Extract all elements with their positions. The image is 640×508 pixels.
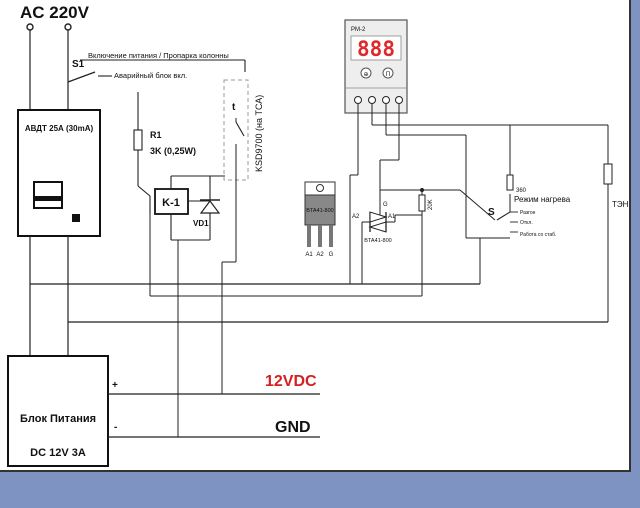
mode-pot-value: 360 <box>516 188 527 194</box>
switch-position-1-label: Включение питания / Пропарка колонны <box>88 51 229 60</box>
thermo-switch-symbol: t <box>232 102 236 113</box>
controller-terminal-2 <box>368 96 376 104</box>
controller-display: 888 <box>357 37 395 61</box>
controller-model: PM-2 <box>351 27 366 33</box>
psu-plus-terminal: + <box>112 380 118 391</box>
mode-option-2: Откл. <box>520 220 533 226</box>
controller-button-2[interactable] <box>382 67 394 79</box>
rail-12v-label: 12VDC <box>265 373 317 390</box>
pot-label: 20K <box>428 199 434 210</box>
neutral-terminal <box>64 23 72 31</box>
triac-package-pin-1: A1 <box>305 252 313 258</box>
phase-terminal <box>26 23 34 31</box>
triac-symbol-model: BTA41-800 <box>364 238 391 244</box>
controller-display-window <box>350 35 402 61</box>
diode-vd1 <box>199 200 221 214</box>
selector-wire <box>459 189 496 221</box>
thermo-switch-label: KSD9700 (на ТСА) <box>254 95 264 172</box>
thermo-switch-blade <box>235 121 245 137</box>
triac-package-leg-2 <box>318 225 322 247</box>
relay-label: K-1 <box>162 197 180 209</box>
selector-blade <box>496 211 511 221</box>
triac-triangle-1 <box>369 211 388 223</box>
selector-label: S <box>488 207 495 218</box>
heater-ten <box>603 163 613 185</box>
controller-button-1[interactable] <box>360 67 372 79</box>
triac-package-pin-3: G <box>329 252 334 258</box>
breaker-test-button <box>72 214 80 222</box>
diode-label: VD1 <box>193 219 209 228</box>
breaker-lever <box>33 181 63 209</box>
rail-gnd-label: GND <box>275 419 311 436</box>
psu-title: Блок Питания <box>20 413 96 425</box>
resistor-name: R1 <box>150 130 162 140</box>
heater-label: ТЭН <box>612 200 629 209</box>
mode-option-1: Разгон <box>520 210 536 216</box>
controller-button-1-label: ⊕ <box>363 71 368 78</box>
psu-rating: DC 12V 3A <box>30 447 86 459</box>
mode-option-3: Работа со стаб. <box>520 232 556 238</box>
controller-terminal-4 <box>395 96 403 104</box>
relay-contact <box>137 185 151 197</box>
controller-terminal-3 <box>382 96 390 104</box>
triac-symbol-a2: A2 <box>352 214 360 220</box>
triac-symbol-a1: A1 <box>388 214 396 220</box>
triac-package-leg-3 <box>329 225 333 247</box>
psu-box <box>7 355 109 467</box>
switch-label: S1 <box>72 59 85 70</box>
switch-s1-blade <box>67 71 96 83</box>
breaker-lever-bar <box>35 196 61 201</box>
resistor-value: 3K (0,25W) <box>150 146 196 156</box>
triac-package-model: BTA41-800 <box>306 208 333 214</box>
switch-position-2-label: Аварийный блок вкл. <box>114 71 187 80</box>
triac-package-pin-2: A2 <box>316 252 324 258</box>
psu-minus-terminal: - <box>114 422 117 433</box>
breaker-box <box>17 109 101 237</box>
triac-symbol-g: G <box>383 202 388 208</box>
mode-pot <box>506 174 514 191</box>
pot-20k <box>418 194 426 212</box>
mode-label: Режим нагрева <box>514 195 571 204</box>
triac-package-body <box>304 194 336 226</box>
resistor-r1 <box>133 129 143 151</box>
triac-package-hole <box>316 184 324 192</box>
controller-button-2-label: П <box>386 71 391 78</box>
controller-terminal-1 <box>354 96 362 104</box>
triac-package-leg-1 <box>307 225 311 247</box>
supply-label: AC 220V <box>20 3 90 22</box>
breaker-label: АВДТ 25А (30mA) <box>25 124 94 133</box>
